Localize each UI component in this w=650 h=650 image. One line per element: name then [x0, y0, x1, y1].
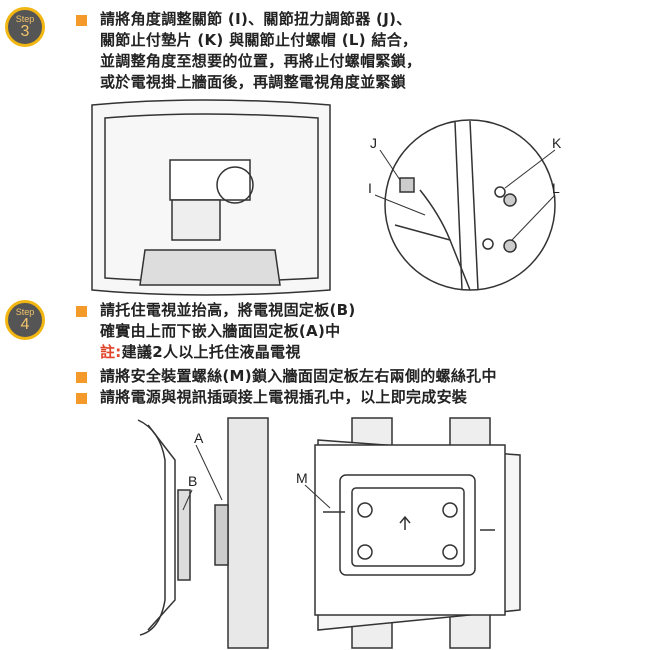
instruction-line: 確實由上而下嵌入牆面固定板(A)中 [100, 322, 341, 340]
note-text: 建議2人以上托住液晶電視 [121, 343, 301, 361]
joint-detail-illustration [374, 119, 556, 291]
step-word: Step [15, 14, 35, 24]
instruction-line: 並調整角度至想要的位置，再將止付螺帽緊鎖， [100, 52, 422, 70]
step-number: 3 [20, 23, 30, 40]
note-label: 註: [100, 343, 122, 361]
tv-back-illustration [91, 99, 331, 296]
instruction-line: 請托住電視並抬高，將電視固定板(B) [100, 301, 356, 319]
step-4-item-1: 請托住電視並抬高，將電視固定板(B) 確實由上而下嵌入牆面固定板(A)中 註:建… [100, 300, 356, 363]
front-view-illustration [304, 417, 521, 649]
label-j: J [370, 135, 377, 151]
label-k: K [552, 135, 562, 151]
bullet-icon [76, 15, 87, 26]
step-4-item-2: 請將安全裝置螺絲(M)鎖入牆面固定板左右兩側的螺絲孔中 [100, 367, 497, 385]
note-line: 註:建議2人以上托住液晶電視 [100, 342, 356, 363]
label-i: I [368, 180, 372, 196]
label-b: B [188, 473, 197, 489]
label-m: M [296, 470, 308, 486]
side-view-illustration [137, 417, 269, 649]
bullet-icon [76, 372, 87, 383]
instruction-line: 或於電視掛上牆面後，再調整電視角度並緊鎖 [100, 73, 407, 91]
bullet-icon [76, 393, 87, 404]
label-l: L [552, 180, 560, 196]
step-4-item-3: 請將電源與視訊插頭接上電視插孔中，以上即完成安裝 [100, 388, 468, 406]
step-3-badge: Step 3 [5, 7, 45, 47]
step-word: Step [15, 307, 35, 317]
step-4-badge: Step 4 [5, 300, 45, 340]
label-a: A [194, 430, 204, 446]
step-3-instructions: 請將角度調整關節 (I)、關節扭力調節器 (J)、 關節止付墊片 (K) 與關節… [100, 9, 421, 93]
instruction-line: 關節止付墊片 (K) 與關節止付螺帽 (L) 結合， [100, 31, 418, 49]
instruction-line: 請將角度調整關節 (I)、關節扭力調節器 (J)、 [100, 10, 412, 28]
bullet-icon [76, 306, 87, 317]
step-number: 4 [20, 316, 30, 333]
